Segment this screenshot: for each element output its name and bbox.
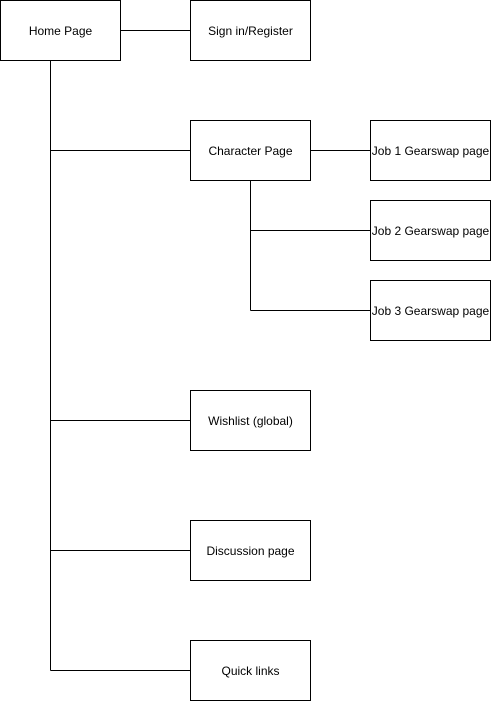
node-character-page[interactable]: Character Page: [190, 120, 311, 181]
node-wishlist-global[interactable]: Wishlist (global): [190, 390, 311, 451]
node-quick-links-label: Quick links: [221, 663, 280, 678]
node-discussion-page[interactable]: Discussion page: [190, 520, 311, 581]
node-job1-gearswap-page-label: Job 1 Gearswap page: [371, 143, 490, 158]
node-discussion-page-label: Discussion page: [206, 543, 295, 558]
node-job1-gearswap-page[interactable]: Job 1 Gearswap page: [370, 120, 491, 181]
node-job2-gearswap-page[interactable]: Job 2 Gearswap page: [370, 200, 491, 261]
node-sign-in-register[interactable]: Sign in/Register: [190, 0, 311, 61]
node-quick-links[interactable]: Quick links: [190, 640, 311, 701]
node-job3-gearswap-page-label: Job 3 Gearswap page: [371, 303, 490, 318]
node-job2-gearswap-page-label: Job 2 Gearswap page: [371, 223, 490, 238]
node-character-page-label: Character Page: [208, 143, 293, 158]
node-wishlist-global-label: Wishlist (global): [208, 413, 293, 428]
node-sign-in-register-label: Sign in/Register: [208, 23, 293, 38]
node-home-page[interactable]: Home Page: [0, 0, 121, 61]
node-job3-gearswap-page[interactable]: Job 3 Gearswap page: [370, 280, 491, 341]
node-home-page-label: Home Page: [28, 23, 93, 38]
